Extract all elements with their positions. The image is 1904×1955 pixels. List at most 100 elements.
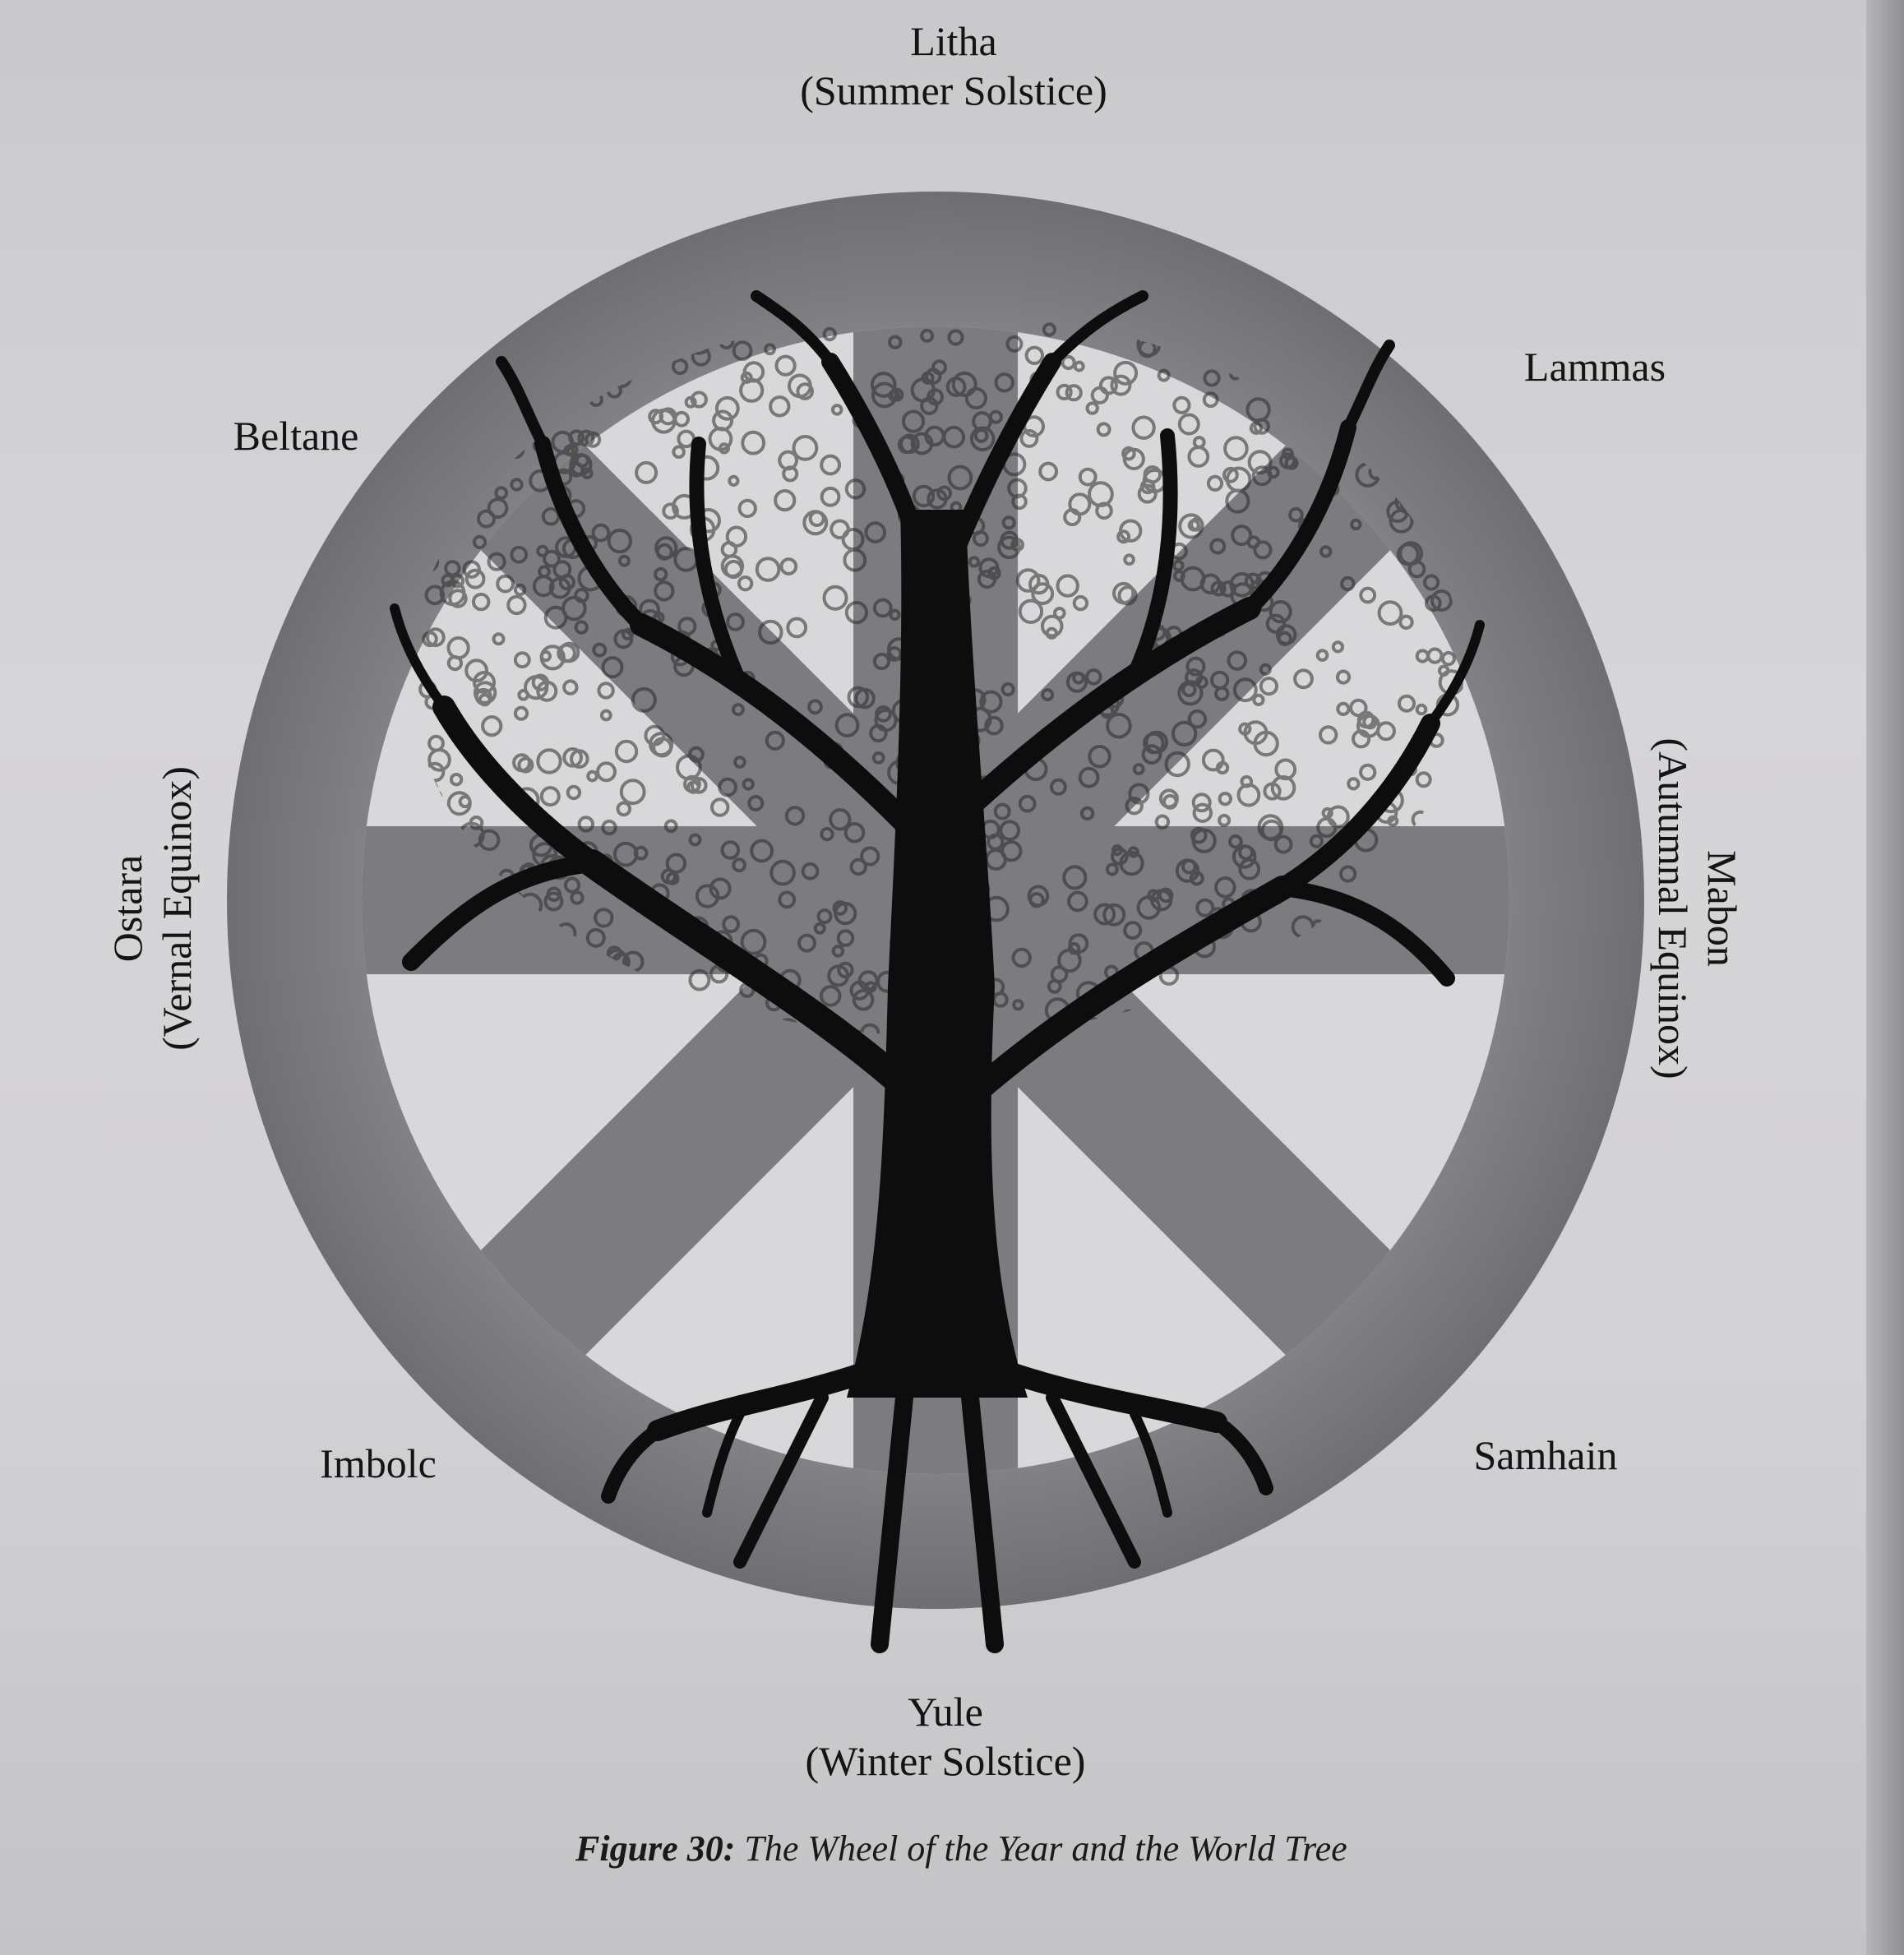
leaf-mark [1202,391,1219,409]
leaf-mark [1238,857,1261,880]
leaf-mark [539,786,561,807]
leaf-mark [737,498,757,519]
leaf-mark [1157,368,1171,382]
leaf-mark [439,580,466,607]
leaf-mark [726,612,745,631]
leaf-mark [1203,369,1221,387]
leaf-mark [1061,354,1076,371]
leaf-mark [659,407,677,426]
leaf-mark [688,746,705,763]
leaf-mark [663,819,678,834]
leaf-mark [487,552,506,571]
leaf-mark [1172,395,1191,414]
leaf-mark [478,829,501,852]
leaf-mark [478,693,492,707]
leaf-mark [1232,844,1257,869]
leaf-mark [1085,401,1099,415]
leaf-mark [1225,488,1250,514]
leaf-mark [1175,858,1200,883]
leaf-mark [1215,760,1230,775]
leaf-mark [1078,467,1098,487]
leaf-mark [1277,631,1292,647]
leaf-mark [769,395,791,418]
leaf-mark [1218,792,1233,806]
leaf-mark [830,404,843,416]
leaf-mark [1012,999,1024,1011]
leaf-mark [834,713,860,737]
leaf-mark [1214,876,1236,899]
leaf-mark [1116,529,1131,544]
leaf-mark [654,566,668,582]
leaf-mark [1326,805,1350,829]
leaf-mark [1229,572,1255,598]
leaf-mark [568,461,585,478]
leaf-mark [558,574,575,591]
leaf-mark [820,486,841,507]
leaf-mark [513,705,529,721]
leaf-mark [546,886,562,903]
leaf-mark [662,502,679,520]
leaf-mark [464,659,488,683]
leaf-mark [591,523,611,543]
leaf-mark [718,442,731,455]
leaf-mark [712,409,734,432]
litha-sub: (Summer Solstice) [800,67,1107,113]
leaf-mark [1331,640,1345,654]
leaf-mark [477,509,496,529]
leaf-mark [1339,865,1357,883]
leaf-mark [1119,519,1143,543]
beltane-name: Beltane [233,413,359,459]
leaf-mark [1132,763,1145,775]
leaf-mark [473,671,496,694]
ostara-sub: (Vernal Equinox) [154,766,200,1051]
leaf-mark [536,680,558,702]
leaf-mark [831,945,845,958]
leaf-mark [513,651,531,669]
leaf-mark [774,489,797,512]
leaf-mark [1335,669,1352,685]
leaf-mark [1018,794,1037,813]
leaf-mark [616,801,632,817]
leaf-mark [927,388,944,406]
leaf-mark [601,819,617,836]
leaf-mark [1031,582,1055,605]
leaf-mark [1038,461,1058,482]
leaf-mark [792,435,819,461]
leaf-mark [1062,865,1088,890]
leaf-mark [1265,613,1287,634]
mabon-name: Mabon [1699,850,1745,967]
leaf-mark [890,387,904,402]
leaf-mark [472,592,491,612]
leaf-mark [561,595,587,622]
leaf-mark [543,549,561,568]
leaf-mark [1085,668,1102,686]
leaf-mark [1232,677,1258,703]
leaf-mark [747,795,765,811]
leaf-mark [822,326,837,342]
leaf-mark [874,709,898,733]
leaf-mark [506,594,527,616]
leaf-mark [617,554,631,567]
leaf-mark [1068,492,1092,516]
leaf-mark [732,340,753,362]
leaf-mark [741,430,766,455]
leaf-mark [822,585,848,611]
leaf-mark [1190,826,1208,844]
leaf-mark [844,478,867,500]
leaf-mark [1223,436,1249,461]
leaf-mark [614,739,639,764]
leaf-mark [1090,386,1109,404]
leaf-mark [649,732,674,757]
leaf-mark [750,839,774,863]
leaf-mark [1192,802,1213,823]
leaf-mark [449,773,464,787]
leaf-mark [633,845,649,861]
leaf-mark [1319,725,1338,745]
leaf-mark [586,770,598,783]
leaf-mark [1047,978,1062,994]
leaf-mark [864,521,886,543]
leaf-mark [1141,744,1162,765]
leaf-mark [1269,600,1292,624]
leaf-mark [1158,788,1179,809]
leaf-mark [1340,575,1356,592]
